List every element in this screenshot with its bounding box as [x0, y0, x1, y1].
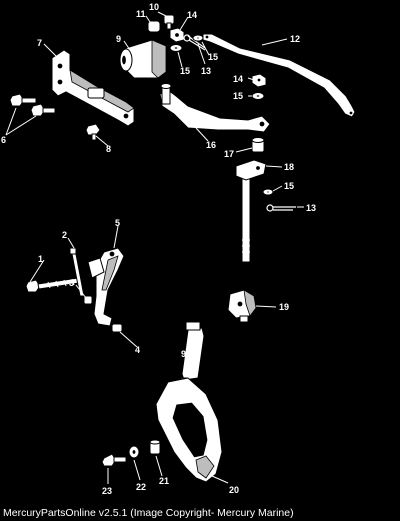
callout-15: 15: [284, 181, 294, 191]
callout-13: 13: [201, 66, 211, 76]
callout-23: 23: [102, 486, 112, 496]
shift-shaft-part: [235, 159, 267, 263]
callout-22: 22: [136, 482, 146, 492]
callout-4: 4: [135, 345, 140, 355]
callout-10: 10: [149, 2, 159, 12]
long-screw-part: [69, 247, 85, 297]
pivot-block-part: [119, 39, 167, 79]
callout-9: 9: [116, 34, 121, 44]
callout-5: 5: [115, 218, 120, 228]
cam-block-part: [227, 289, 257, 323]
spring-sleeve-part: [147, 20, 161, 33]
washer-part: [192, 34, 204, 42]
callout-20: 20: [229, 485, 239, 495]
callout-16: 16: [206, 140, 216, 150]
callout-6: 6: [1, 135, 6, 145]
callout-labels: 10 11 14 9 7 15 13 15 12 14 15 6 8 16 17…: [1, 2, 316, 496]
small-screw-part: [163, 14, 175, 30]
callout-95: 95: [181, 349, 191, 359]
exploded-parts-diagram: 10 11 14 9 7 15 13 15 12 14 15 6 8 16 17…: [1, 2, 356, 496]
callout-18: 18: [284, 162, 294, 172]
callout-19: 19: [279, 302, 289, 312]
washer-part: [251, 92, 265, 100]
callout-15: 15: [233, 91, 243, 101]
callout-11: 11: [136, 9, 146, 19]
washer-part: [128, 445, 140, 459]
callout-7: 7: [37, 38, 42, 48]
screw-part: [101, 453, 127, 467]
callout-17: 17: [224, 149, 234, 159]
copyright-footer: MercuryPartsOnline v2.5.1 (Image Copyrig…: [3, 507, 294, 519]
link-rod-part: [202, 33, 356, 118]
washer-part: [262, 188, 274, 196]
bracket-plate-part: [51, 49, 135, 127]
lower-cover-part: [155, 377, 223, 483]
callout-3: 3: [69, 278, 74, 288]
callout-21: 21: [159, 476, 169, 486]
callout-15: 15: [180, 66, 190, 76]
bushing-part: [251, 137, 265, 153]
callout-13: 13: [306, 203, 316, 213]
bolt-part: [9, 93, 37, 107]
sleeve-part: [111, 323, 123, 333]
cotter-pin-part: [266, 204, 296, 212]
shift-lever-part: [87, 247, 125, 327]
callout-12: 12: [290, 34, 300, 44]
bushing-part: [149, 439, 161, 455]
small-bolt-part: [85, 123, 101, 141]
callout-14: 14: [187, 10, 197, 20]
leader-lines: [5, 11, 304, 484]
callout-2: 2: [62, 230, 67, 240]
callout-1: 1: [38, 254, 43, 264]
long-bolt-part: [25, 277, 80, 293]
nut-part: [251, 73, 267, 88]
callout-8: 8: [106, 144, 111, 154]
washer-part: [169, 44, 183, 52]
lever-arm-part: [159, 83, 271, 133]
nut-part: [169, 27, 185, 43]
bolt-part: [30, 103, 56, 117]
callout-14: 14: [233, 74, 243, 84]
callout-15: 15: [208, 52, 218, 62]
cotter-pin-part: [183, 34, 206, 51]
grease-tube-part: [180, 321, 205, 383]
